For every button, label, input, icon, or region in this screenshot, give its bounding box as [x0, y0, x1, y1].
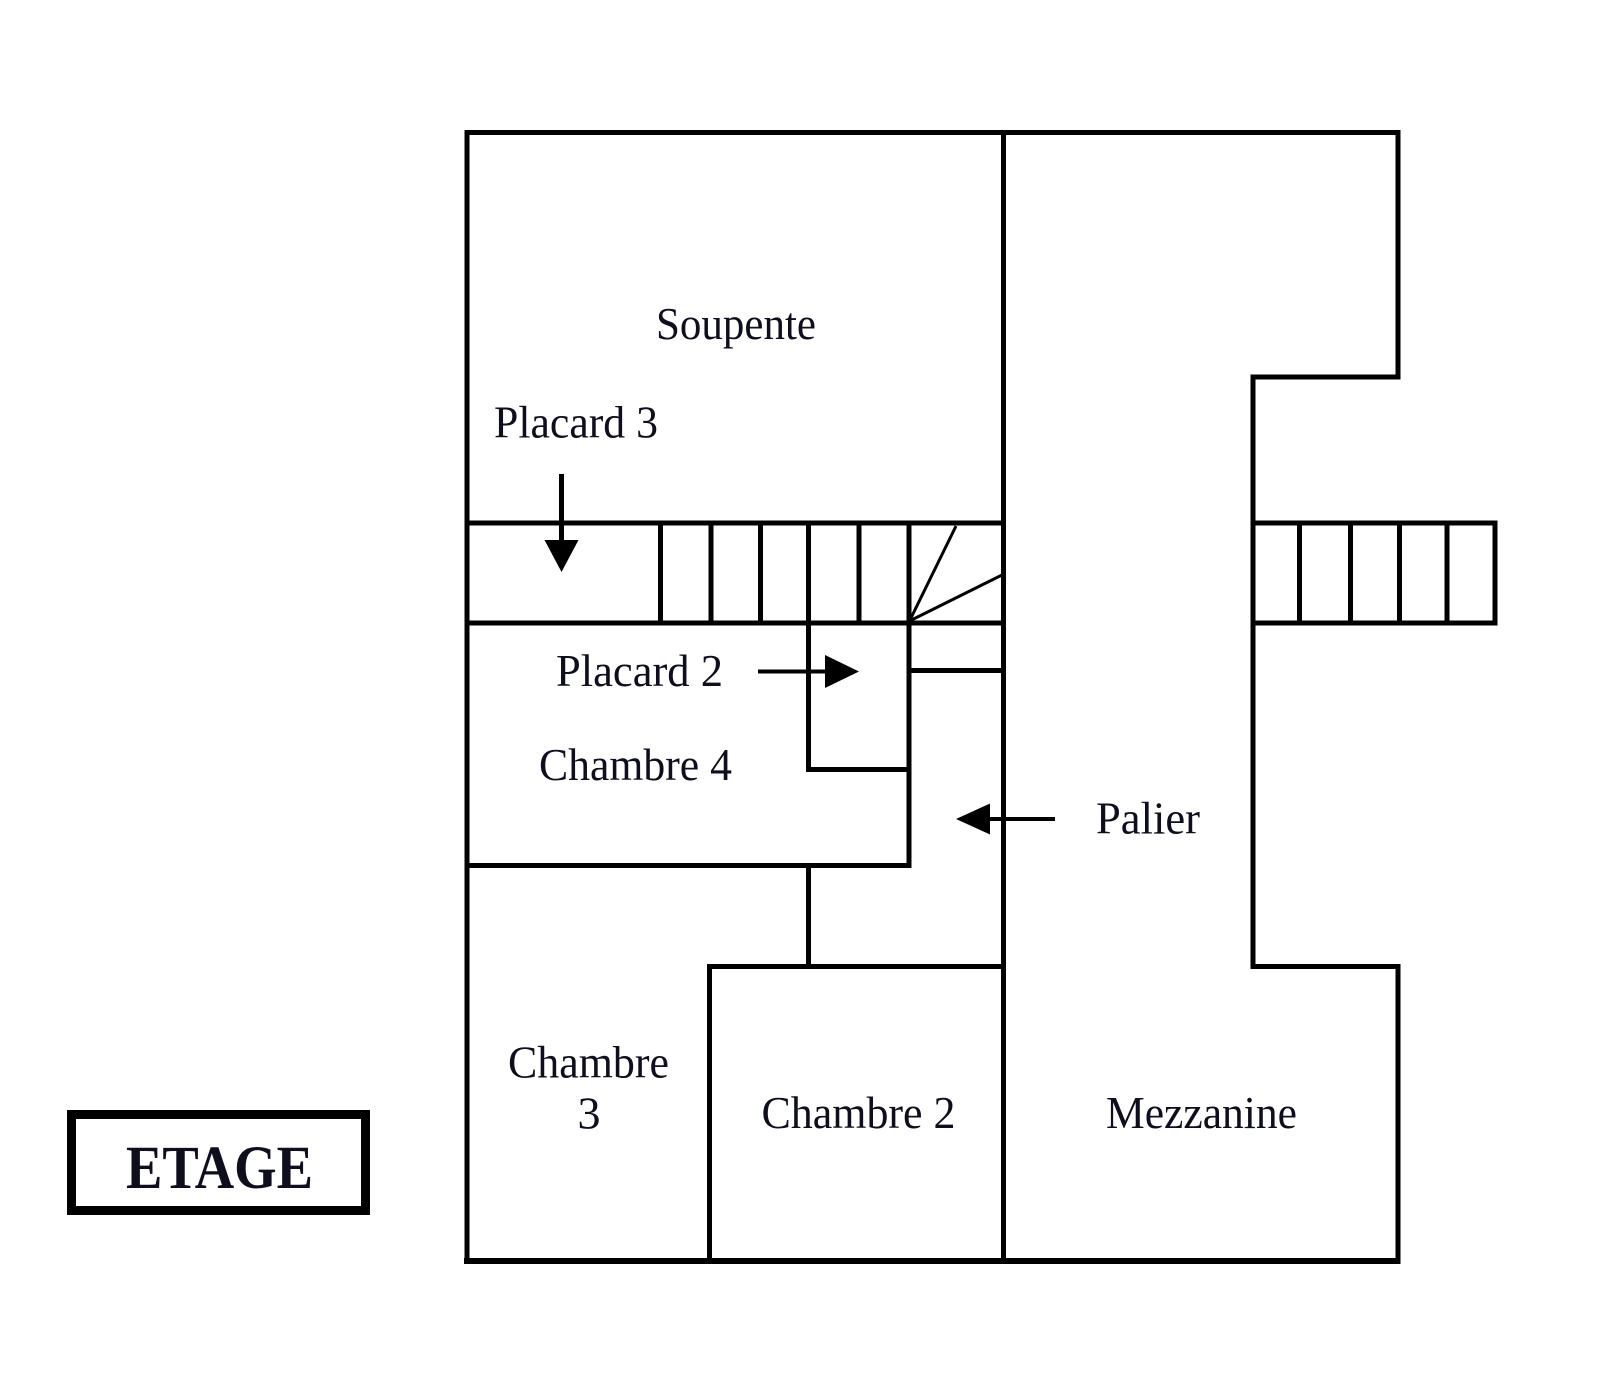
svg-text:ETAGE: ETAGE	[126, 1135, 313, 1202]
svg-text:Chambre: Chambre	[508, 1037, 669, 1088]
svg-text:Mezzanine: Mezzanine	[1106, 1087, 1297, 1138]
svg-text:Palier: Palier	[1096, 793, 1200, 844]
svg-text:Soupente: Soupente	[656, 298, 816, 349]
svg-text:3: 3	[578, 1088, 601, 1139]
svg-text:Placard 2: Placard 2	[556, 645, 723, 696]
svg-text:Chambre 4: Chambre 4	[539, 739, 732, 790]
svg-text:Chambre 2: Chambre 2	[762, 1087, 956, 1138]
svg-text:Placard 3: Placard 3	[494, 397, 658, 448]
